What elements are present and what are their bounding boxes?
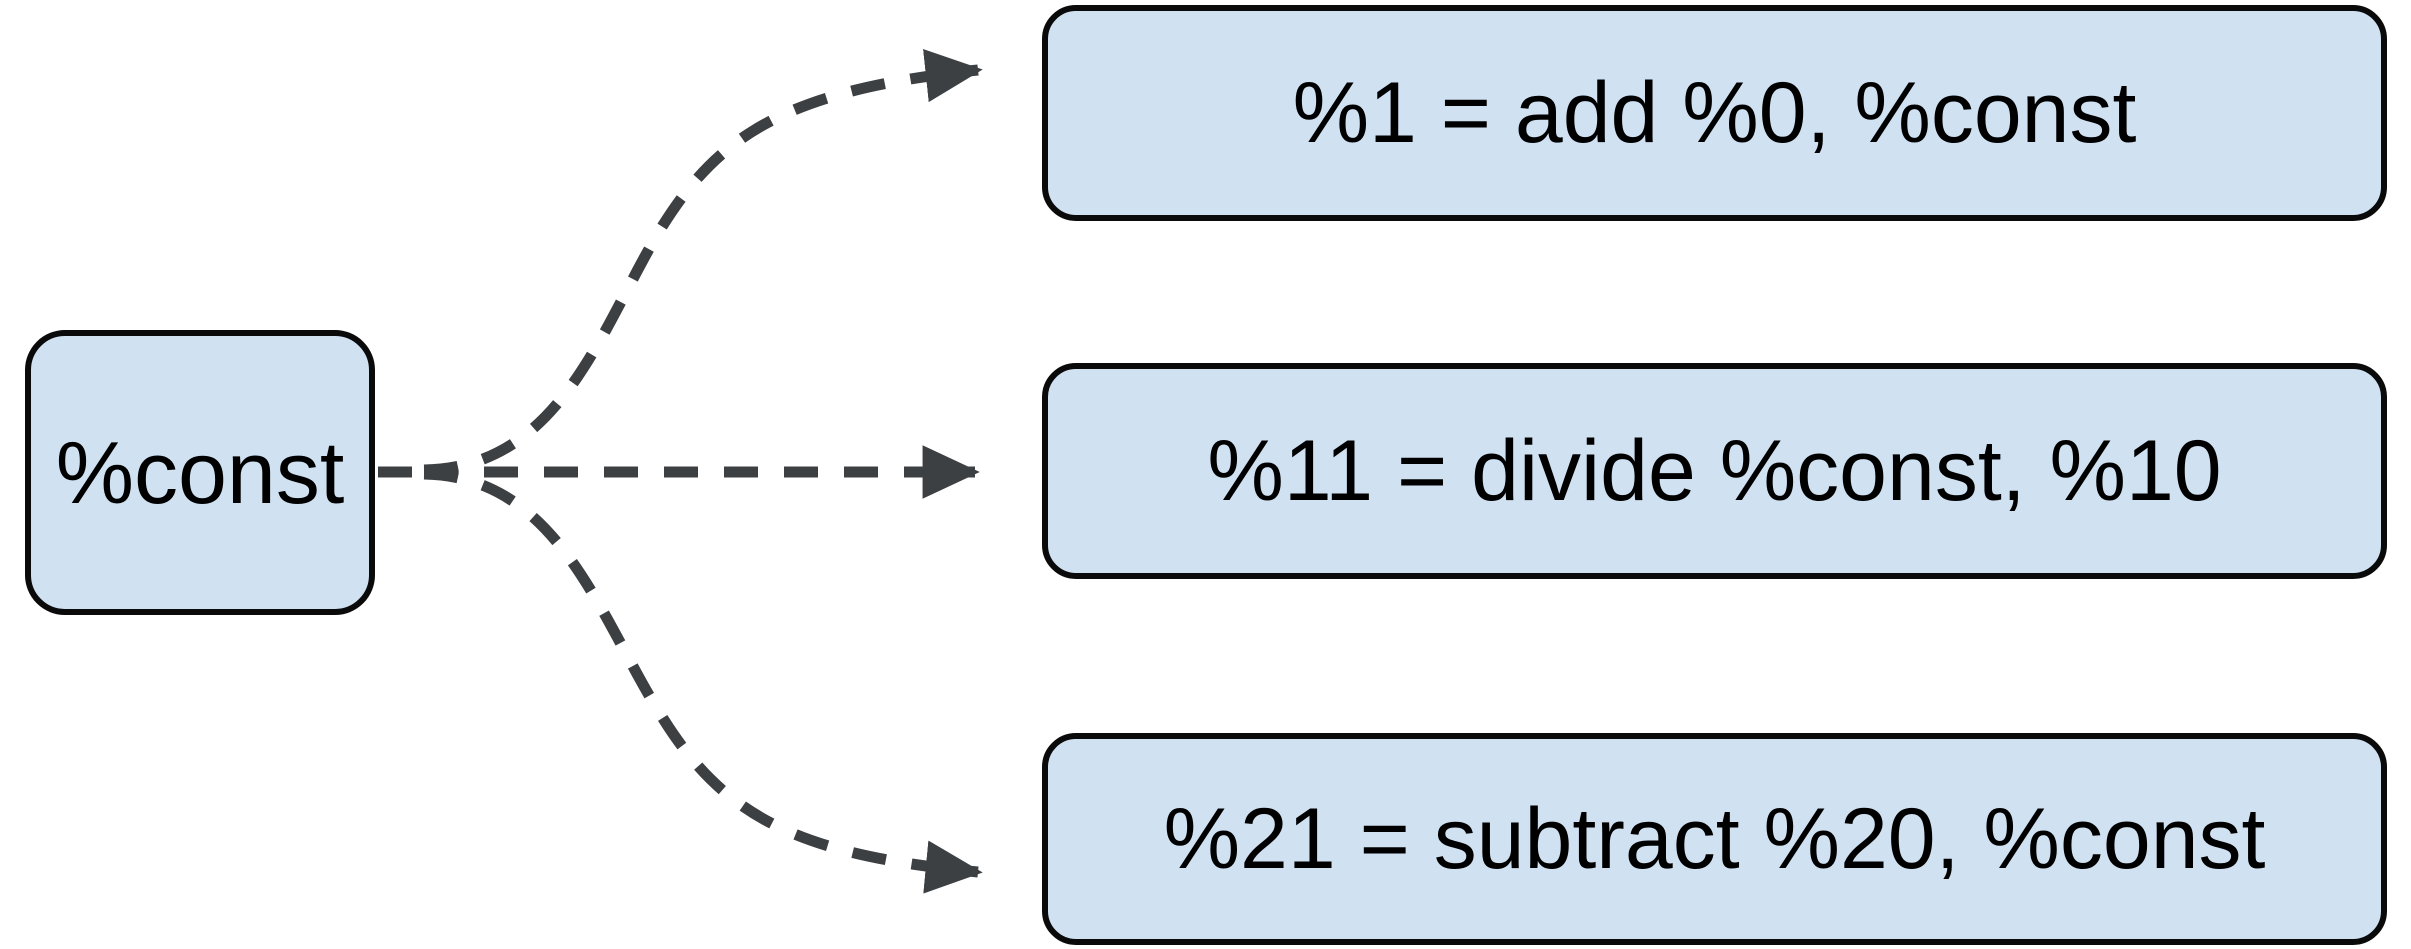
node-add-instruction-label: %1 = add %0, %const xyxy=(1292,65,2137,161)
node-const-label: %const xyxy=(55,422,345,522)
node-add-instruction[interactable]: %1 = add %0, %const xyxy=(1042,5,2387,221)
node-subtract-instruction[interactable]: %21 = subtract %20, %const xyxy=(1042,733,2387,945)
node-subtract-instruction-label: %21 = subtract %20, %const xyxy=(1163,791,2266,887)
node-divide-instruction-label: %11 = divide %const, %10 xyxy=(1207,423,2222,519)
node-const[interactable]: %const xyxy=(25,330,375,615)
node-divide-instruction[interactable]: %11 = divide %const, %10 xyxy=(1042,363,2387,579)
edge-const-to-add xyxy=(423,49,983,476)
edge-const-to-subtract xyxy=(423,468,983,894)
